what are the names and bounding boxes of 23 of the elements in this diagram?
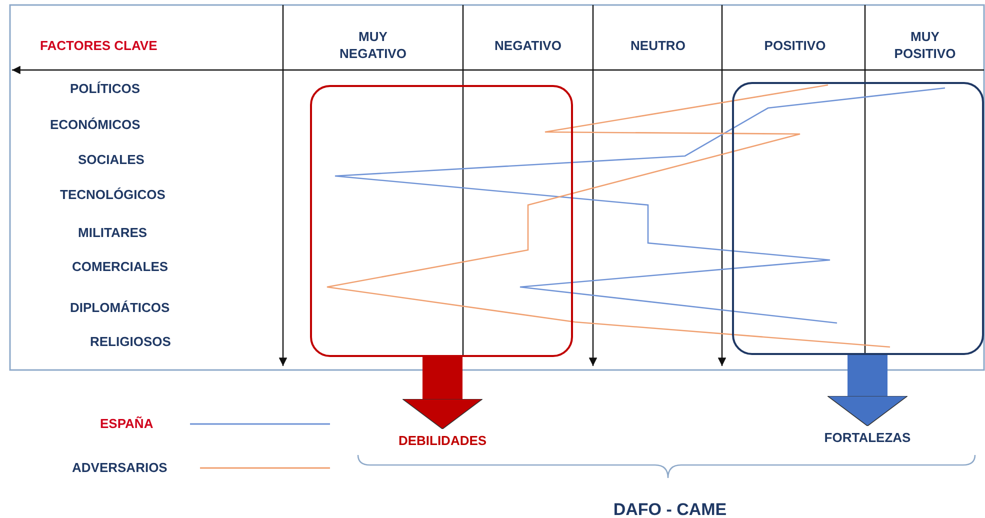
- arrow: [402, 357, 483, 430]
- row-label: DIPLOMÁTICOS: [70, 299, 170, 316]
- row-label: COMERCIALES: [72, 258, 168, 275]
- arrow: [827, 355, 908, 426]
- group-outline: [732, 82, 984, 355]
- legend-text: ESPAÑA: [100, 415, 154, 432]
- result-label: FORTALEZAS: [805, 429, 930, 447]
- column-header: FACTORES CLAVE: [40, 37, 158, 54]
- column-header: NEGATIVO: [494, 37, 562, 54]
- column-header: POSITIVO: [763, 37, 827, 54]
- row-label: MILITARES: [78, 224, 148, 241]
- row-label: POLÍTICOS: [70, 80, 140, 97]
- legend-text: ADVERSARIOS: [72, 459, 168, 476]
- row-label: SOCIALES: [78, 151, 144, 168]
- row-label: ECONÓMICOS: [50, 116, 140, 133]
- caption-text: DAFO - CAME: [612, 500, 728, 518]
- column-header: MUY POSITIVO: [893, 28, 957, 62]
- column-header: MUY NEGATIVO: [338, 28, 408, 62]
- row-label: RELIGIOSOS: [90, 333, 171, 350]
- result-label: DEBILIDADES: [385, 432, 500, 450]
- row-label: TECNOLÓGICOS: [60, 186, 166, 203]
- group-outline: [310, 85, 573, 357]
- column-header: NEUTRO: [630, 37, 686, 54]
